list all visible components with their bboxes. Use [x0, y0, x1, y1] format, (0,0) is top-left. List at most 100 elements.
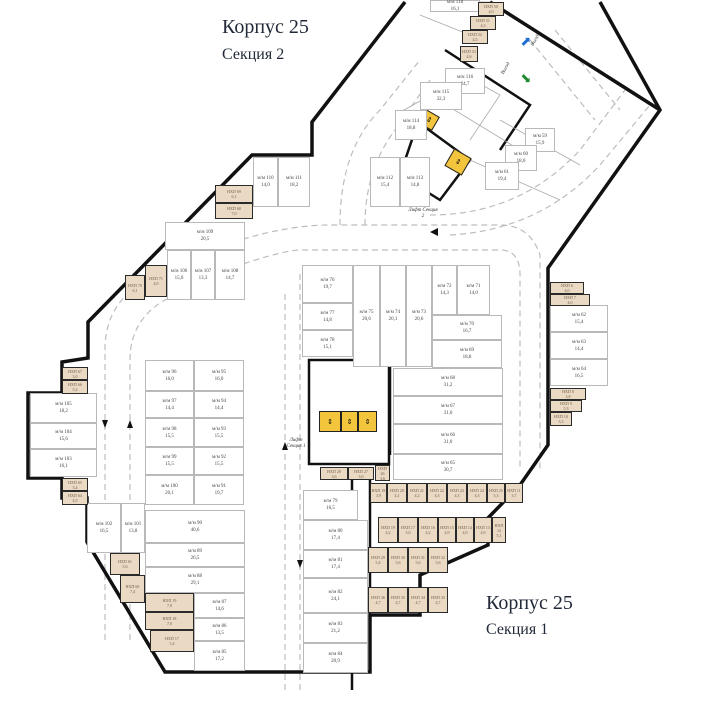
parking-space[interactable]: м/м 8017,4 [303, 520, 368, 550]
parking-space[interactable]: м/м 8224,1 [303, 578, 368, 613]
parking-space[interactable]: м/м 8517,2 [194, 641, 245, 671]
storage-unit[interactable]: НХП 255,3 [487, 483, 505, 503]
storage-unit[interactable]: НХП 125,1 [492, 517, 506, 543]
parking-space[interactable]: м/м 7916,5 [303, 490, 358, 520]
storage-unit[interactable]: НХП 175,0 [398, 517, 418, 543]
parking-space[interactable]: м/м 11014,0 [253, 157, 278, 207]
storage-unit[interactable]: НХП 113,7 [505, 483, 523, 503]
storage-unit[interactable]: НХП 194,2 [378, 517, 398, 543]
parking-space[interactable]: м/м 6918,8 [432, 340, 502, 368]
parking-space[interactable]: м/м 6731,0 [393, 396, 503, 424]
parking-space[interactable]: м/м 10814,7 [215, 250, 245, 300]
parking-space[interactable]: м/м 10020,1 [145, 475, 194, 505]
parking-space[interactable]: м/м 8420,9 [303, 643, 368, 673]
parking-space[interactable]: м/м 9714,4 [145, 391, 194, 418]
parking-space[interactable]: м/м 9315,5 [194, 418, 244, 447]
storage-unit[interactable]: НХП 197,0 [145, 593, 194, 612]
storage-unit[interactable]: НХП 154,9 [438, 517, 456, 543]
storage-unit[interactable]: НХП 175,4 [150, 630, 194, 652]
parking-space[interactable]: м/м 10113,8 [121, 503, 145, 553]
storage-unit[interactable]: НХП 83,8 [550, 388, 586, 400]
storage-unit[interactable]: НХП 74,0 [550, 294, 590, 306]
parking-space[interactable]: м/м 6416,5 [550, 359, 608, 386]
storage-unit[interactable]: НХП 315,6 [408, 547, 428, 573]
storage-unit[interactable]: НХП 214,2 [407, 483, 427, 503]
parking-space[interactable]: м/м 6831,2 [393, 368, 503, 396]
storage-unit[interactable]: НХП 244,3 [467, 483, 487, 503]
parking-space[interactable]: м/м 10316,1 [30, 449, 97, 477]
parking-space[interactable]: м/м 8926,5 [145, 543, 245, 567]
storage-unit[interactable]: НХП 273,6 [348, 467, 374, 480]
storage-unit[interactable]: НХП 334,7 [428, 587, 448, 613]
parking-space[interactable]: м/м 6530,7 [393, 454, 503, 480]
storage-unit[interactable]: НХП 263,6 [375, 465, 390, 481]
storage-unit[interactable]: НХП 687,0 [215, 203, 253, 219]
parking-space[interactable]: м/м 11118,2 [278, 157, 310, 207]
parking-space[interactable]: м/м 10415,6 [30, 423, 97, 449]
parking-space[interactable]: м/м 6119,4 [485, 162, 519, 190]
parking-space[interactable]: м/м 9616,0 [145, 360, 194, 391]
parking-space[interactable]: м/м 11215,4 [370, 157, 400, 207]
parking-space[interactable]: м/м 7016,7 [432, 315, 502, 340]
storage-unit[interactable]: НХП 653,4 [62, 478, 88, 491]
parking-space[interactable]: м/м 8714,6 [194, 593, 245, 618]
parking-space[interactable]: м/м 7114,0 [457, 265, 490, 315]
storage-unit[interactable]: НХП 673,0 [62, 367, 88, 380]
storage-unit[interactable]: НХП 164,2 [418, 517, 438, 543]
storage-unit[interactable]: НХП 344,7 [408, 587, 428, 613]
parking-space[interactable]: м/м 7714,8 [302, 303, 353, 330]
parking-space[interactable]: м/м 6215,4 [550, 305, 608, 332]
parking-space[interactable]: м/м 6314,4 [550, 332, 608, 359]
parking-space[interactable]: м/м 11532,3 [420, 82, 462, 110]
parking-space[interactable]: м/м 10615,0 [167, 250, 191, 300]
parking-space[interactable]: м/м 8613,5 [194, 618, 245, 641]
storage-unit[interactable]: НХП 295,4 [368, 547, 388, 573]
storage-unit[interactable]: НХП 665,2 [62, 380, 88, 394]
storage-unit[interactable]: НХП 514,3 [470, 16, 496, 30]
parking-space[interactable]: м/м 8829,1 [145, 567, 245, 593]
parking-space[interactable]: м/м 9915,5 [145, 447, 194, 475]
parking-space[interactable]: м/м 9119,7 [194, 475, 244, 505]
parking-space[interactable]: м/м 7320,6 [406, 265, 432, 367]
parking-space[interactable]: м/м 11816,1 [430, 0, 480, 12]
storage-unit[interactable]: НХП 607,4 [120, 575, 145, 603]
parking-space[interactable]: м/м 8321,2 [303, 613, 368, 643]
parking-space[interactable]: м/м 11314,8 [400, 157, 430, 207]
storage-unit[interactable]: НХП 325,6 [428, 547, 448, 573]
storage-unit[interactable]: НХП 204,1 [387, 483, 407, 503]
storage-unit[interactable]: НХП 224,3 [427, 483, 447, 503]
parking-space[interactable]: м/м 9040,6 [145, 510, 245, 543]
parking-space[interactable]: м/м 10216,5 [87, 503, 121, 553]
storage-unit[interactable]: НХП 354,7 [388, 587, 408, 613]
storage-unit[interactable]: НХП 134,9 [474, 517, 492, 543]
parking-space[interactable]: м/м 9815,5 [145, 418, 194, 447]
parking-space[interactable]: м/м 10713,3 [191, 250, 215, 300]
parking-space[interactable]: м/м 7214,3 [432, 265, 457, 315]
parking-space[interactable]: м/м 9215,5 [194, 447, 244, 475]
parking-space[interactable]: м/м 6631,0 [393, 424, 503, 454]
storage-unit[interactable]: НХП 534,6 [460, 46, 478, 62]
parking-space[interactable]: м/м 7815,1 [302, 330, 353, 357]
parking-space[interactable]: м/м 7420,1 [380, 265, 406, 367]
parking-space[interactable]: м/м 7520,6 [353, 265, 380, 367]
parking-space[interactable]: м/м 10518,2 [30, 393, 97, 423]
storage-unit[interactable]: НХП 183,9 [370, 483, 387, 503]
parking-space[interactable]: м/м 9516,0 [194, 360, 244, 391]
storage-unit[interactable]: НХП 644,5 [62, 491, 88, 505]
storage-unit[interactable]: НХП 234,3 [447, 483, 467, 503]
storage-unit[interactable]: НХП 364,7 [368, 587, 388, 613]
storage-unit[interactable]: НХП 187,0 [145, 612, 194, 630]
storage-unit[interactable]: НХП 305,6 [388, 547, 408, 573]
parking-space[interactable]: м/м 8117,4 [303, 550, 368, 578]
storage-unit[interactable]: НХП 103,3 [550, 412, 572, 426]
parking-space[interactable]: м/м 7619,7 [302, 265, 353, 303]
parking-space[interactable]: м/м 9414,4 [194, 391, 244, 418]
storage-unit[interactable]: НХП 615,6 [110, 553, 140, 575]
parking-space[interactable]: м/м 10920,5 [165, 222, 245, 250]
storage-unit[interactable]: НХП 524,5 [462, 30, 488, 44]
storage-unit[interactable]: НХП 64,0 [550, 282, 584, 294]
storage-unit[interactable]: НХП 714,9 [145, 265, 167, 297]
parking-space[interactable]: м/м 11418,8 [395, 110, 427, 140]
storage-unit[interactable]: НХП 95,3 [550, 400, 582, 412]
storage-unit[interactable]: НХП 706,1 [125, 275, 145, 300]
